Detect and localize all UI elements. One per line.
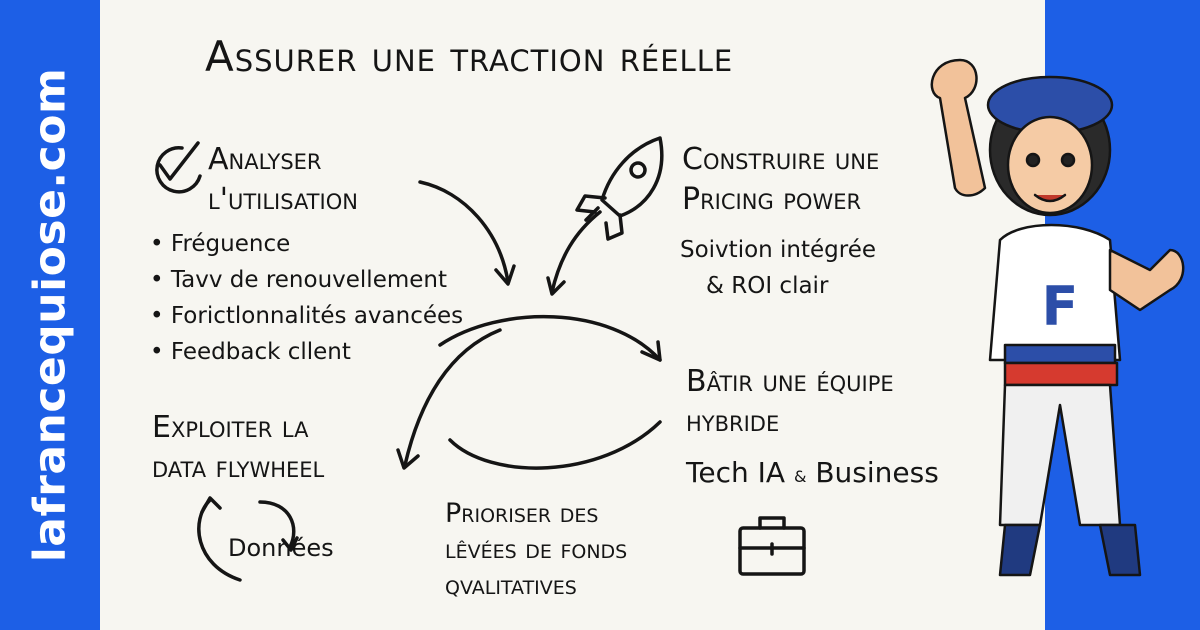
- mascot-illustration: [930, 58, 1185, 577]
- analyser-heading: Analyser l'utilisation: [208, 140, 358, 220]
- bullet-item: • Tavv de renouvellement: [150, 267, 447, 293]
- heading-line: qvalitatives: [445, 570, 577, 601]
- page-title: Assurer une traction réelle: [205, 32, 734, 81]
- heading-line: Bâtir une équipe: [686, 364, 894, 399]
- briefcase-icon: [738, 516, 806, 576]
- heading-line: lêvées de fonds: [445, 534, 628, 565]
- check-circle-icon: [155, 141, 202, 194]
- pricing-heading: Construire une Pricing power: [682, 140, 879, 220]
- equipe-heading: Bâtir une équipe hybride: [686, 362, 894, 442]
- equipe-sub: Tech IA & Business: [686, 456, 939, 489]
- bullet-item: • Forictlonnalités avancées: [150, 303, 464, 329]
- sub-line: Soivtion intégrée: [680, 237, 877, 263]
- whiteboard: [100, 0, 1045, 630]
- heading-line: Analyser: [208, 142, 322, 177]
- bullet-item: • Fréguence: [150, 231, 291, 257]
- heading-line: Construire une: [682, 142, 880, 177]
- bullet-item: • Feedback cllent: [150, 339, 351, 365]
- heading-line: data flywheel: [152, 450, 325, 485]
- cycle-arrows-icon: [197, 496, 299, 582]
- flow-arrows: [396, 180, 662, 470]
- heading-line: Pricing power: [682, 182, 862, 217]
- heading-line: Prioriser des: [445, 498, 599, 529]
- left-brand-bar: lafrancequiose.com: [0, 0, 100, 630]
- heading-line: l'utilisation: [208, 182, 358, 217]
- data-heading: Exploiter la data flywheel: [152, 408, 324, 488]
- sub-line: & ROI clair: [706, 273, 829, 299]
- rocket-icon: [575, 136, 664, 241]
- fonds-heading: Prioriser des lêvées de fonds qvalitativ…: [445, 496, 627, 604]
- pricing-sub: Soivtion intégrée & ROI clair: [680, 232, 876, 304]
- heading-line: hybride: [686, 404, 780, 439]
- cycle-label: Données: [228, 534, 334, 562]
- analyser-bullets: • Fréguence • Tavv de renouvellement • F…: [150, 226, 463, 370]
- heading-line: Exploiter la: [152, 410, 309, 445]
- shirt-letter: F: [1042, 275, 1079, 338]
